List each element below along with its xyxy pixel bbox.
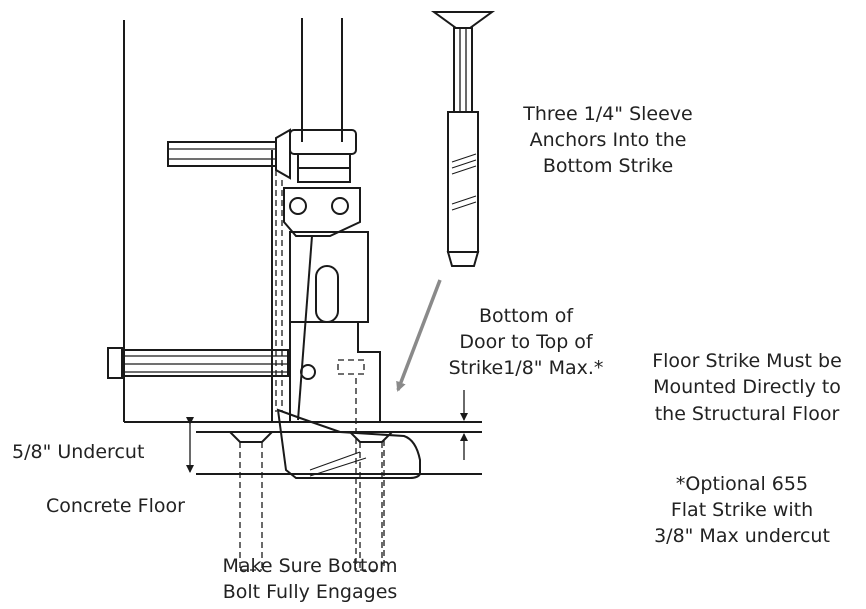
optional-strike-label-2: Flat Strike with (671, 499, 813, 521)
sleeve-anchors-label-2: Anchors Into the (530, 129, 687, 151)
lower-screw (107, 347, 289, 379)
floor-strike-label-2: Mounted Directly to (653, 376, 841, 398)
door-panel (123, 20, 273, 423)
floor-lines (196, 421, 482, 475)
hidden-bolt-lines (275, 170, 385, 571)
bottom-of-door-label-1: Bottom of (479, 305, 574, 327)
vertical-rod (301, 18, 343, 142)
optional-strike-label-1: *Optional 655 (676, 473, 808, 495)
floor-strike (227, 408, 421, 479)
concrete-floor-label: Concrete Floor (46, 495, 185, 517)
bottom-of-door-label-3: Strike1/8" Max.* (449, 357, 604, 379)
make-sure-label-2: Bolt Fully Engages (223, 581, 398, 603)
floor-strike-label-1: Floor Strike Must be (652, 350, 842, 372)
bottom-of-door-label-2: Door to Top of (459, 331, 594, 353)
anchor-sleeves (239, 442, 383, 571)
sleeve-anchors-label-1: Three 1/4" Sleeve (522, 103, 692, 125)
optional-strike-label-3: 3/8" Max undercut (654, 525, 830, 547)
pointer-arrow (396, 279, 442, 392)
upper-screw (167, 128, 291, 180)
bolt-head-assembly (283, 129, 381, 423)
sleeve-anchor (430, 11, 496, 267)
sleeve-anchors-label-3: Bottom Strike (543, 155, 673, 177)
floor-strike-label-3: the Structural Floor (655, 403, 840, 425)
make-sure-label-1: Make Sure Bottom (222, 555, 397, 577)
undercut-label: 5/8" Undercut (12, 441, 144, 463)
